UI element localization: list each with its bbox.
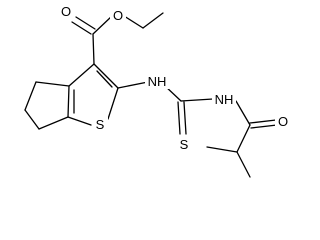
bond-nh-amide-c <box>235 100 251 126</box>
bond-ester-to-ring <box>92 33 95 65</box>
bond-cyclopentane-c6-c7a <box>38 116 69 130</box>
bond-cyclopentane-c3a-c4 <box>35 81 70 87</box>
bond-thiophene-s-c7a <box>67 116 92 126</box>
bond-ethyl-ch3 <box>142 12 164 29</box>
atom-label-nh-thioamide: NH <box>145 73 169 89</box>
bond-thione-double-a <box>177 101 181 135</box>
atom-label-o-ether: O <box>110 7 126 23</box>
bond-cyclopentane-c5-c6 <box>24 109 40 130</box>
atom-label-s-ring: S <box>92 116 108 132</box>
molecule-structure-diagram: O O S NH NH O S <box>24 3 291 178</box>
bond-thiophene-inner-double-a <box>96 70 113 88</box>
atom-nh-amide-text: NH <box>215 92 234 107</box>
bond-thione-double-b <box>183 101 187 135</box>
bond-thiophene-c3-c2 <box>93 63 119 89</box>
bond-ethyl-ch2-o <box>123 15 144 29</box>
bond-thiourea-c-nh <box>180 98 214 102</box>
bond-thiophene-c2-s <box>107 87 119 120</box>
atom-s-thione-text: S <box>180 137 189 152</box>
atom-o-carbonyl-text: O <box>61 4 71 19</box>
bond-amide-co-double-b <box>250 124 278 129</box>
atom-label-s-thione: S <box>176 136 192 152</box>
bond-cyclopentane-c4-c5 <box>24 81 37 111</box>
bond-amide-c-ch <box>236 124 251 153</box>
bond-carbonyl-double-a <box>71 21 92 35</box>
bond-c2-nh <box>117 81 149 89</box>
atom-label-nh-amide: NH <box>212 91 236 107</box>
atom-nh-thioamide-text: NH <box>148 74 167 89</box>
bond-thiophene-c3a-c3 <box>68 63 95 87</box>
bond-thiophene-c7a-c3a <box>67 85 70 118</box>
atom-o-amide-text: O <box>278 114 288 129</box>
atom-label-o-amide: O <box>275 113 291 129</box>
atom-o-ether-text: O <box>113 8 123 23</box>
atom-s-ring-text: S <box>96 117 105 132</box>
bond-ch-methyl-down <box>236 151 251 178</box>
atom-label-o-carbonyl: O <box>58 3 74 19</box>
bond-carbonyl-double-b <box>75 16 96 30</box>
bond-amide-co-double-a <box>249 119 277 124</box>
bond-o-carbonyl-c <box>92 15 113 35</box>
bond-ch-methyl-left <box>206 146 238 153</box>
